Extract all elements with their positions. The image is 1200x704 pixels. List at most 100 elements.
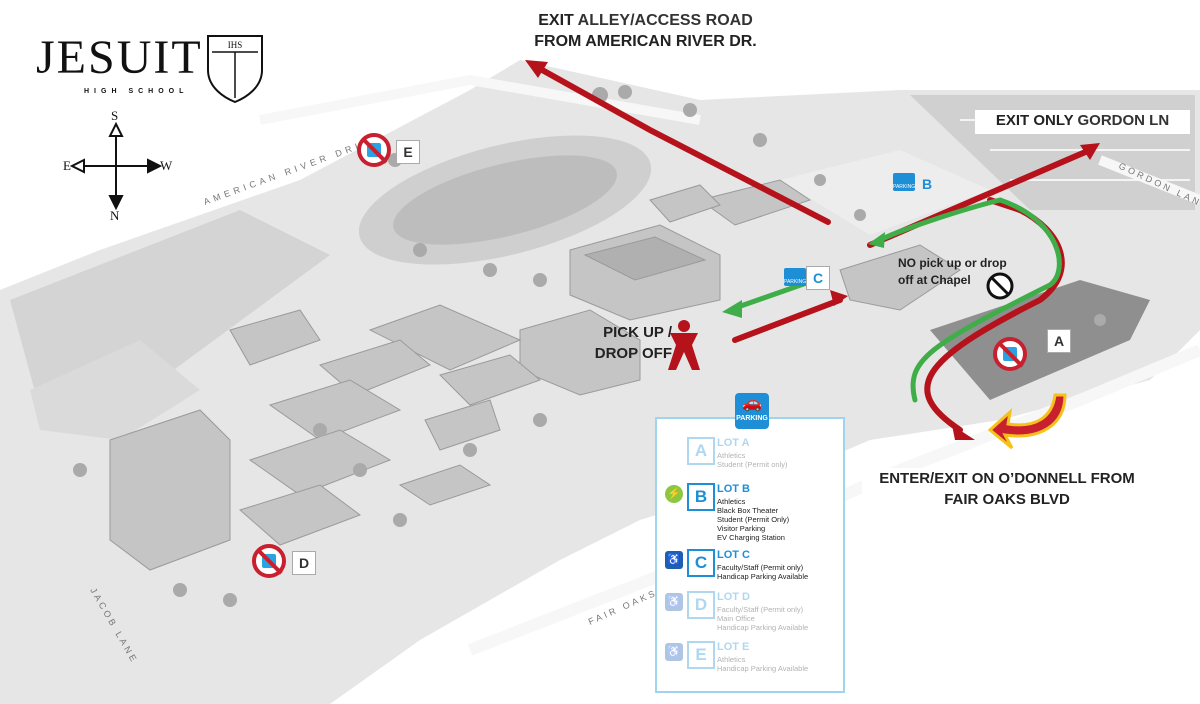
handicap-icon: ♿ (665, 551, 683, 569)
parking-sign-label: PARKING (784, 279, 807, 285)
no-dropoff-slash (990, 276, 1010, 296)
compass-arrow-w (147, 158, 163, 174)
legend-line: Faculty/Staff (Permit only) (717, 605, 804, 614)
lot-e-marker: E (396, 140, 420, 164)
tree (854, 209, 866, 221)
legend-parking-label: PARKING (736, 415, 768, 422)
callout-enter-exit: ENTER/EXIT ON O’DONNELL FROM FAIR OAKS B… (862, 468, 1152, 512)
lot-c-parking-sign-icon: PARKING (784, 268, 806, 286)
baseball-field (30, 340, 200, 440)
legend-line: Handicap Parking Available (717, 664, 809, 673)
arrowhead-green-b (868, 232, 885, 248)
legend-lot-desc: Faculty/Staff (Permit only) Main Office … (717, 605, 808, 632)
school-logo: JESUIT HIGH SCHOOL (36, 30, 266, 100)
tree (173, 583, 187, 597)
compass-arrow-e (69, 158, 85, 174)
pickup-line1: PICK UP / (603, 324, 672, 341)
pickup-person-icon (668, 320, 700, 370)
legend-line: Athletics (717, 497, 746, 506)
lot-a-area (930, 280, 1150, 400)
building-roof (583, 236, 707, 281)
building-class-8 (424, 399, 501, 451)
legend-line: Student (Permit Only) (717, 515, 790, 524)
lot-b-parking-sign-icon: PARKING (893, 173, 915, 191)
legend-lot-letter: D (687, 591, 715, 619)
legend-lot-title: LOT A (717, 437, 750, 449)
tree (533, 273, 547, 287)
building-chapel (839, 244, 961, 311)
arrowhead-alley (525, 60, 548, 78)
exit-gordon-rest: GORDON LN (1073, 112, 1170, 129)
lot-b-area (780, 150, 990, 235)
tree (1094, 314, 1106, 326)
route-exit-alley (532, 63, 831, 225)
compass-west-label: W (160, 158, 173, 173)
compass-south-label: S (111, 108, 119, 123)
arrowhead-green-pickup (722, 300, 742, 318)
tree (683, 103, 697, 117)
legend-lot-title: LOT B (717, 483, 750, 495)
logo-subtitle: HIGH SCHOOL (84, 88, 189, 95)
building-class-7 (398, 464, 492, 506)
turn-arrow (987, 393, 1067, 450)
legend-line: Student (Permit only) (717, 460, 788, 469)
compass-north-label: N (110, 208, 120, 223)
enter-exit-line2: FAIR OAKS BLVD (944, 491, 1070, 508)
legend-line: EV Charging Station (717, 533, 785, 542)
parking-legend: A LOT A Athletics Student (Permit only) … (655, 417, 845, 693)
arrowhead-odonnell (952, 425, 975, 440)
tree (483, 263, 497, 277)
tree (73, 463, 87, 477)
legend-lot-title: LOT C (717, 549, 750, 561)
callout-no-pickup: NO pick up or drop off at Chapel (898, 255, 1028, 295)
lot-a-marker: A (1047, 329, 1071, 353)
pickup-line2: DROP OFF (594, 345, 672, 362)
legend-lot-desc: Athletics Black Box Theater Student (Per… (717, 497, 789, 542)
crest-icon (207, 35, 263, 104)
tree (393, 513, 407, 527)
building-greenhouse (229, 309, 321, 366)
tree (618, 85, 632, 99)
lot-a-no-parking-icon (993, 337, 1027, 371)
tree (463, 443, 477, 457)
handicap-icon: ♿ (665, 643, 683, 661)
building-class-1 (368, 304, 522, 371)
compass-east-label: E (63, 158, 71, 173)
tree (814, 174, 826, 186)
person-body (668, 333, 700, 370)
lot-b-marker: B (921, 176, 933, 192)
legend-lot-letter: A (687, 437, 715, 465)
football-field (393, 155, 617, 245)
arrowhead-pickup (830, 290, 848, 306)
tree (223, 593, 237, 607)
compass: S E W N (58, 108, 178, 223)
lot-c-marker: C (806, 266, 830, 290)
building-north (649, 184, 721, 223)
legend-lot-letter: C (687, 549, 715, 577)
legend-parking-icon: 🚗 PARKING (735, 393, 769, 429)
buildings (109, 179, 961, 571)
tree (533, 413, 547, 427)
compass-arrow-n (108, 195, 124, 211)
compass-arrow-s (108, 121, 124, 137)
tree (313, 423, 327, 437)
lot-e-no-parking-icon (357, 133, 391, 167)
trees (73, 85, 1106, 607)
legend-lot-title: LOT E (717, 641, 750, 653)
person-head (678, 320, 690, 332)
legend-line: Visitor Parking (717, 524, 766, 533)
compass-arrows (69, 121, 163, 211)
building-class-6 (238, 484, 362, 546)
route-pickup-in (732, 297, 843, 343)
road-gordon (1098, 155, 1200, 205)
building-class-5 (248, 429, 392, 496)
callout-exit-gordon: EXIT ONLY GORDON LN (975, 110, 1190, 134)
lot-d-marker: D (292, 551, 316, 575)
legend-line: Athletics (717, 451, 746, 460)
legend-line: Black Box Theater (717, 506, 779, 515)
no-pickup-line2: off at Chapel (898, 273, 971, 287)
route-green-loop (877, 197, 1062, 403)
building-class-4 (268, 379, 402, 441)
arrowhead-gordon (1080, 143, 1100, 160)
